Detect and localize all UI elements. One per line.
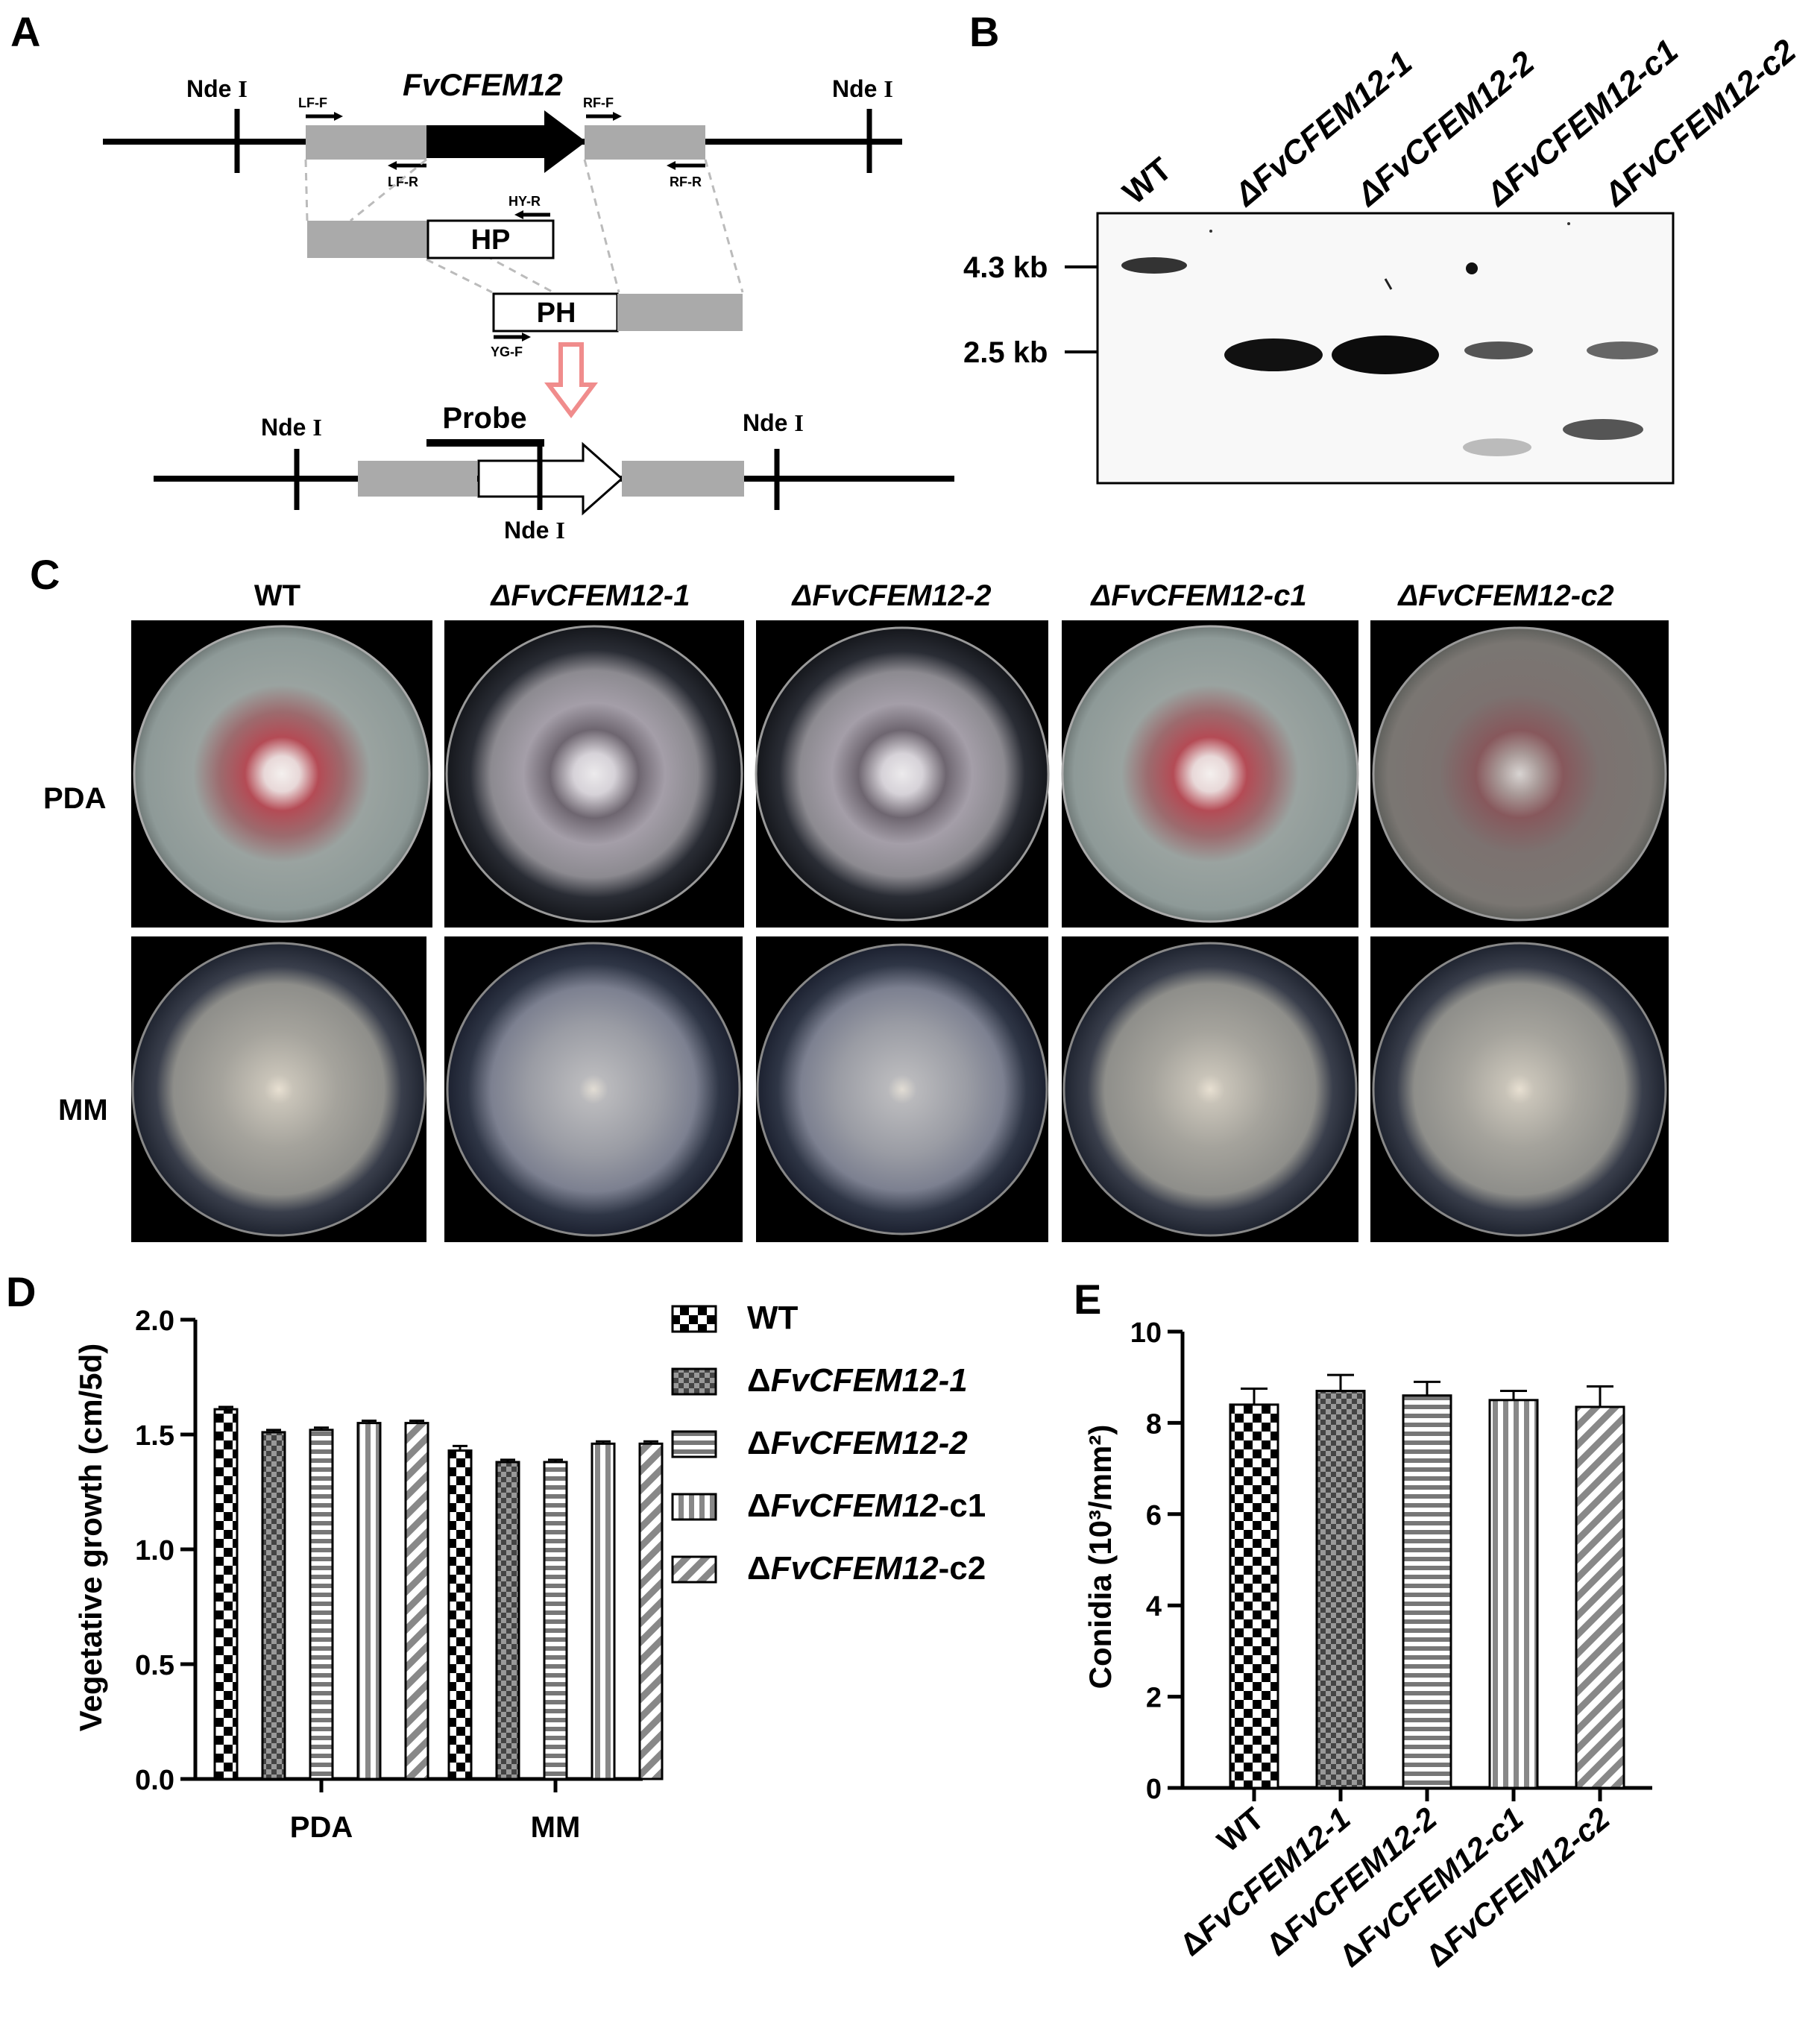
chart-d-ytick-label: 1.5 (135, 1420, 174, 1452)
chart-d-bar (638, 1442, 664, 1780)
left-flank-box (306, 125, 426, 160)
down-arrow-icon (544, 342, 598, 418)
chart-d-legend: WT ΔFvCFEM12-1ΔFvCFEM12-2ΔFvCFEM12-c1ΔFvC… (671, 1300, 986, 1587)
hp-label: HP (471, 224, 511, 256)
plate-col-wt: WT (254, 579, 300, 612)
chart-d-xtick-label: PDA (290, 1811, 353, 1844)
chart-d-bar (261, 1431, 286, 1780)
hp-box (426, 219, 555, 259)
plate-pda-ko2 (755, 626, 1050, 922)
chart-d-ytick-label: 0.0 (135, 1765, 174, 1796)
marker-2-5kb: 2.5 kb (963, 336, 1048, 369)
ndei-label-3: Nde I (261, 414, 322, 441)
panel-b-blot: WT ΔFvCFEM12-1 ΔFvCFEM12-2 ΔFvCFEM12-c1 … (963, 32, 1803, 485)
plate-pda-ko1 (445, 625, 743, 923)
chart-d-ylabel: Vegetative growth (cm/5d) (73, 1344, 108, 1731)
primer-yg-f: YG-F (491, 344, 523, 359)
plate-col-c1: ΔFvCFEM12-c1 (1089, 579, 1306, 612)
plate-mm-ko2 (756, 943, 1048, 1235)
chart-d-bar (447, 1449, 473, 1780)
chart-e-ytick-label: 4 (1146, 1591, 1162, 1622)
ndei-label-2: Nde I (832, 75, 893, 102)
chart-d-ytick-label: 1.0 (135, 1535, 174, 1566)
plate-mm-ko1 (446, 942, 741, 1237)
chart-d-legend-label: ΔFvCFEM12-2 (747, 1425, 968, 1461)
primer-lf-f: LF-F (298, 95, 327, 110)
plate-row-pda: PDA (43, 782, 106, 815)
chart-d-legend-label: ΔFvCFEM12-1 (747, 1362, 968, 1399)
panel-a-diagram: Nde I Nde I FvCFEM12 LF-F LF-R RF-F RF-R… (103, 67, 954, 544)
chart-e-xtick-label: WT (1211, 1801, 1270, 1859)
plate-mm-c2 (1372, 942, 1667, 1237)
plate-pda-c2 (1372, 626, 1667, 922)
panel-letter-d: D (6, 1268, 36, 1315)
panel-letter-b: B (969, 8, 999, 55)
panel-letter-a: A (10, 8, 40, 55)
lane-label-c2: ΔFvCFEM12-c2 (1596, 32, 1803, 214)
plate-row-mm: MM (58, 1094, 108, 1127)
plate-col-c2: ΔFvCFEM12-c2 (1397, 579, 1613, 612)
chart-d-legend-label: ΔFvCFEM12-c2 (747, 1550, 986, 1587)
chart-d-bar (356, 1422, 382, 1780)
chart-d-legend-swatch (671, 1305, 717, 1333)
hph-arrow (477, 441, 624, 516)
plate-pda-wt (133, 625, 431, 923)
plate-col-ko1: ΔFvCFEM12-1 (490, 579, 690, 612)
chart-d-bar (309, 1429, 334, 1780)
plate-mm-c1 (1062, 942, 1358, 1237)
chart-e-ytick-label: 2 (1146, 1683, 1162, 1714)
primer-hy-r: HY-R (508, 194, 541, 209)
plate-col-ko2: ΔFvCFEM12-2 (791, 579, 992, 612)
gene-name: FvCFEM12 (403, 67, 563, 102)
right-flank-box (585, 125, 705, 160)
chart-e-bar (1402, 1394, 1452, 1789)
chart-d-legend-label: WT (747, 1300, 799, 1336)
chart-e: Conidia (10³/mm²) 0246810WTΔFvCFEM12-1ΔF… (1083, 1317, 1652, 1974)
chart-e-ylabel: Conidia (10³/mm²) (1083, 1425, 1118, 1690)
chart-e-ytick-label: 0 (1146, 1774, 1162, 1805)
gene-arrow (426, 110, 586, 173)
chart-d-bar (591, 1442, 616, 1780)
marker-4-3kb: 4.3 kb (963, 251, 1048, 284)
chart-d-legend-swatch (671, 1367, 717, 1396)
chart-d-bar (495, 1461, 520, 1780)
chart-e-ytick-label: 6 (1146, 1500, 1162, 1531)
chart-d-ytick-label: 2.0 (135, 1306, 174, 1337)
panel-letter-c: C (30, 551, 60, 598)
plate-pda-c1 (1061, 625, 1359, 923)
plate-mm-wt (131, 942, 426, 1237)
chart-d-bar (543, 1461, 568, 1780)
ndei-label-4: Nde I (743, 409, 804, 436)
chart-e-bar (1575, 1405, 1625, 1789)
chart-d-legend-label: ΔFvCFEM12-c1 (747, 1487, 986, 1524)
ph-box (492, 292, 619, 333)
primer-rf-r: RF-R (670, 174, 702, 189)
lane-label-wt: WT (1116, 151, 1179, 212)
chart-e-ytick-label: 8 (1146, 1408, 1162, 1440)
chart-d-legend-swatch (671, 1430, 717, 1458)
chart-d-bar (213, 1408, 239, 1780)
ndei-label-5: Nde I (504, 517, 565, 544)
chart-e-bar (1488, 1399, 1539, 1789)
chart-e-ytick-label: 10 (1130, 1317, 1162, 1349)
chart-d-legend-swatch (671, 1493, 717, 1521)
chart-d-ytick-label: 0.5 (135, 1650, 174, 1681)
chart-e-bar (1315, 1390, 1366, 1789)
panel-c-plates: WT ΔFvCFEM12-1 ΔFvCFEM12-2 ΔFvCFEM12-c1 … (43, 579, 1669, 1242)
chart-e-bar (1229, 1403, 1279, 1789)
chart-d: Vegetative growth (cm/5d) WT ΔFvCFEM12-1Δ… (73, 1300, 986, 1844)
chart-d-xtick-label: MM (531, 1811, 581, 1844)
ph-label: PH (537, 297, 576, 329)
ndei-label-1: Nde I (186, 75, 248, 102)
panel-letter-e: E (1074, 1276, 1101, 1323)
chart-d-legend-swatch (671, 1555, 717, 1584)
chart-d-bar (404, 1422, 429, 1780)
primer-rf-f: RF-F (583, 95, 614, 110)
probe-label: Probe (442, 402, 526, 435)
